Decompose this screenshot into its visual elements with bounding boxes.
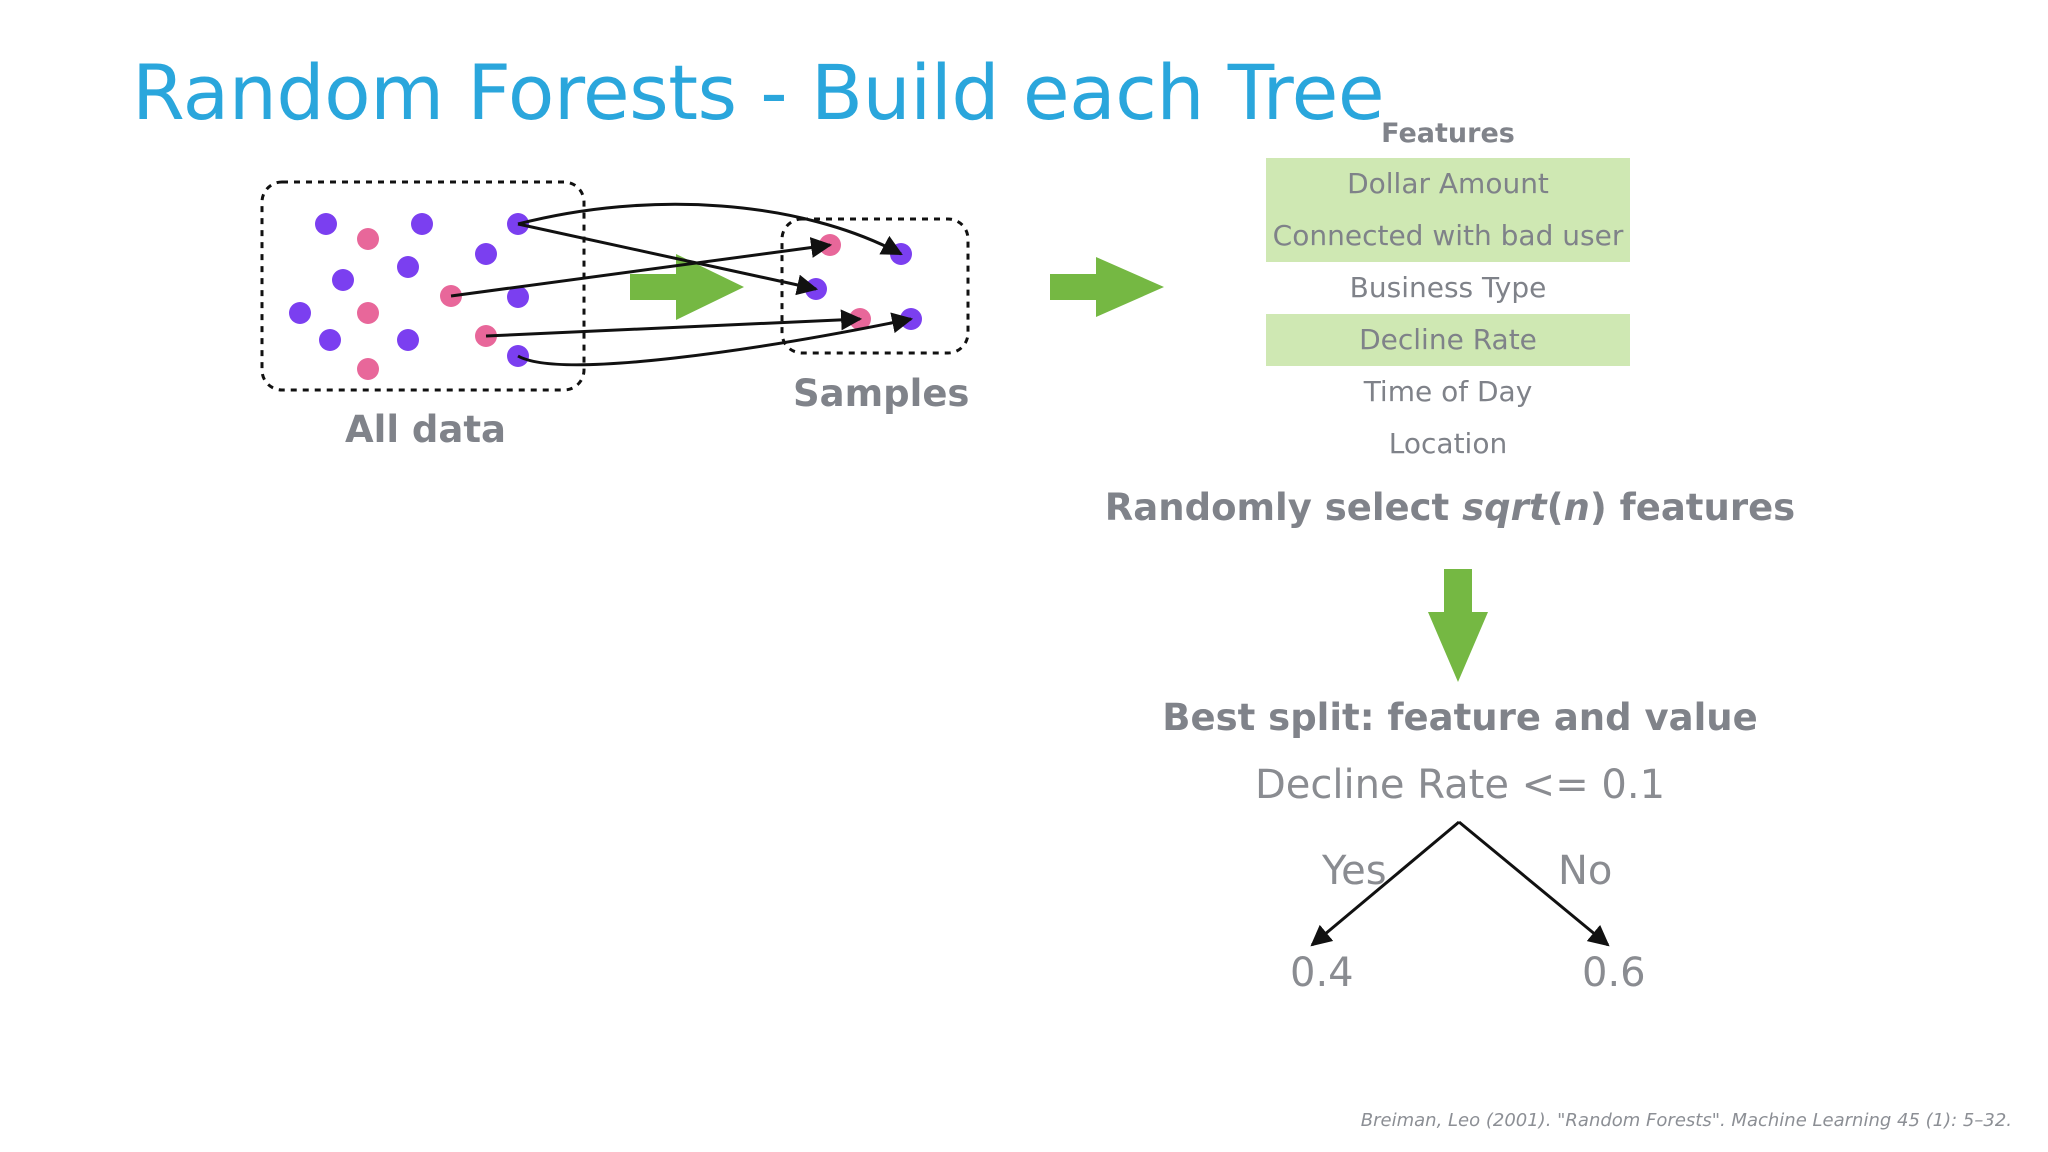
select-function: sqrt	[1462, 486, 1547, 529]
branch-no-label: No	[1558, 848, 1613, 894]
branch-yes-label: Yes	[1322, 848, 1387, 894]
all-data-points	[289, 213, 529, 380]
leaf-value-right: 0.6	[1582, 950, 1646, 996]
samples-box	[780, 217, 970, 355]
random-selection-text: Randomly select sqrt(n) features	[1100, 486, 1800, 529]
data-point-purple	[315, 213, 337, 235]
data-point-purple	[332, 269, 354, 291]
select-prefix: Randomly select	[1104, 486, 1463, 529]
split-condition: Decline Rate <= 0.1	[1254, 762, 1666, 808]
split-tree-branches	[1310, 820, 1610, 947]
sampling-arrows	[450, 202, 914, 367]
feature-item-business-type: Business Type	[1349, 271, 1547, 304]
feature-item-decline-rate: Decline Rate	[1266, 314, 1630, 366]
tree-branch-right	[1458, 820, 1610, 947]
tree-branch-left	[1310, 820, 1460, 947]
leaf-value-left: 0.4	[1290, 950, 1354, 996]
data-point-purple	[411, 213, 433, 235]
features-heading: Features	[1381, 118, 1515, 149]
data-point-pink	[357, 302, 379, 324]
best-split-heading: Best split: feature and value	[1162, 696, 1758, 739]
sampling-arrow	[517, 222, 819, 296]
sampling-arrow	[450, 237, 833, 298]
data-point-purple	[507, 286, 529, 308]
select-argument: n	[1563, 486, 1590, 529]
sampling-arrow	[517, 312, 914, 367]
features-list: Dollar Amount Connected with bad user Bu…	[1266, 158, 1630, 470]
citation: Breiman, Leo (2001). "Random Forests". M…	[1360, 1110, 2012, 1131]
sampling-arrow	[517, 202, 903, 256]
green-arrow-down	[1428, 569, 1488, 682]
all-data-label: All data	[345, 408, 506, 451]
data-point-purple	[475, 243, 497, 265]
data-point-pink	[357, 358, 379, 380]
select-open-paren: (	[1546, 486, 1564, 529]
green-arrow-right-2	[1050, 257, 1164, 317]
data-point-purple	[319, 329, 341, 351]
green-arrow-right-1	[630, 254, 744, 320]
data-point-purple	[397, 256, 419, 278]
sampling-arrow	[485, 309, 863, 338]
samples-label: Samples	[793, 372, 970, 415]
data-point-purple	[289, 302, 311, 324]
feature-item-connected-with-bad-user: Connected with bad user	[1266, 210, 1630, 262]
feature-item-location: Location	[1388, 427, 1508, 460]
feature-item-dollar-amount: Dollar Amount	[1266, 158, 1630, 210]
select-close-paren: )	[1589, 486, 1607, 529]
select-suffix: features	[1606, 486, 1796, 529]
all-data-box	[260, 180, 586, 392]
feature-item-time-of-day: Time of Day	[1363, 375, 1533, 408]
sample-points	[805, 234, 922, 330]
slide-title: Random Forests - Build each Tree	[132, 48, 1385, 137]
data-point-purple	[397, 329, 419, 351]
data-point-pink	[357, 228, 379, 250]
